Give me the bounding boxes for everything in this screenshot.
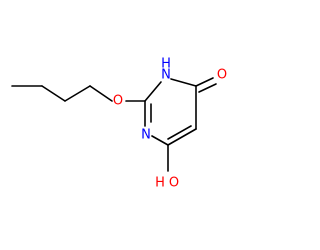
- bond-c4-ocarbonyl: [195, 77, 214, 87]
- bond-c2-n3: [144, 81, 162, 102]
- bond-c4-ocarbonyl-double: [198, 83, 217, 93]
- bond-c5-c6-double: [167, 125, 192, 140]
- bond-n3-c4: [170, 78, 197, 87]
- molecule-structure-diagram: O H N O N O H: [11, 57, 227, 191]
- bond-c5-c6: [167, 128, 197, 146]
- atom-h-hydroxyl: H: [155, 176, 165, 191]
- atom-o-hydroxyl: O: [169, 176, 179, 191]
- atom-n-top: N: [161, 68, 171, 83]
- atom-n-left: N: [141, 128, 151, 143]
- bond-c6-n1: [151, 135, 169, 146]
- atom-o-ether: O: [113, 94, 123, 109]
- bond-c4-o: [89, 85, 113, 102]
- bond-c3-c4: [64, 85, 91, 102]
- atom-h-on-n: H: [161, 57, 171, 72]
- atom-o-carbonyl: O: [217, 68, 227, 83]
- bond-c2-c3: [41, 85, 66, 102]
